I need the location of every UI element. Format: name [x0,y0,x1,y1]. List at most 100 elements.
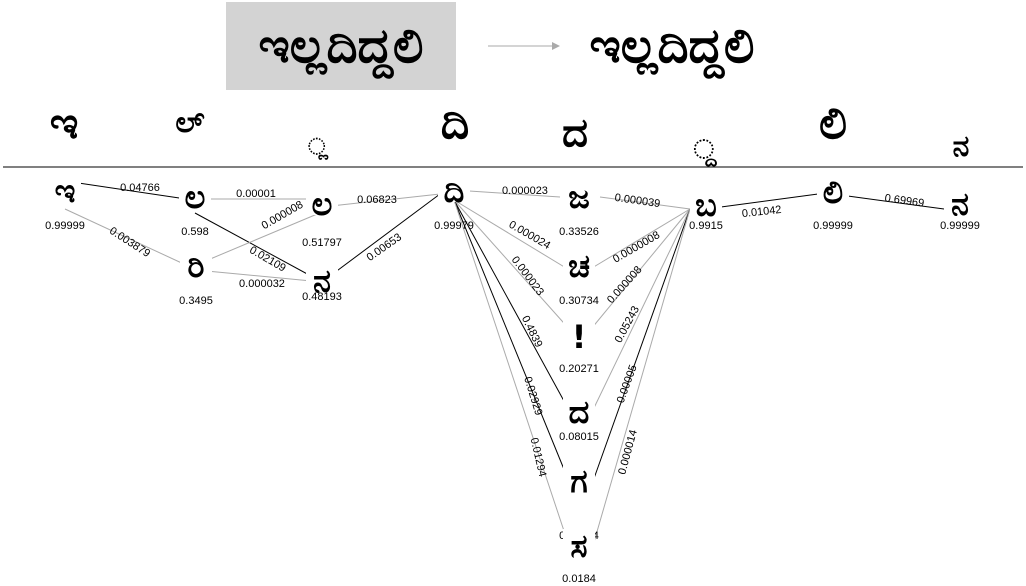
lattice-edge [64,180,187,200]
lattice-edge [453,199,571,485]
node-glyph: ! [572,318,587,356]
lattice-edge [64,208,187,266]
node-glyph-backdrop [438,174,470,202]
lattice-edge [832,193,945,210]
edge-probability-label: 0.01294 [528,437,549,478]
node-glyph-backdrop [563,249,595,277]
lattice-edge [453,199,571,550]
node-score: 0.48193 [302,291,342,303]
node-glyph: ದಿ [444,172,465,210]
lattice-edge [591,208,691,485]
lattice-edge [591,208,691,413]
lattice-edge [453,199,580,341]
node-glyph-backdrop [563,180,595,208]
node-score: 0.99999 [813,220,853,232]
node-score: 0.3495 [179,295,213,307]
edge-probability-label: 0.0000008 [611,229,662,265]
lattice-node: ಜ 0.33526 [559,178,599,238]
lattice-edge [581,208,691,341]
input-word-image-bg [226,2,456,90]
edge-probability-label: 0.000032 [239,278,285,290]
lattice-edge [321,193,441,208]
edge-probability-label: 0.04766 [120,182,160,194]
node-score: 0.08015 [559,431,599,443]
edge-probability-label: 0.69969 [884,192,925,209]
lattice-node: ! 0.20271 [559,318,599,375]
edge-probability-label: 0.01042 [741,204,782,220]
edge-probability-label: 0.000024 [507,219,553,252]
node-glyph: ಸ [571,527,588,565]
node-glyph: ನ [951,185,969,223]
node-glyph-backdrop [306,187,338,215]
node-glyph-backdrop [817,175,849,203]
segment-glyph: ್ದ [694,135,718,167]
node-glyph: ಇ [55,172,76,210]
edge-probability-label: 0.000008 [605,264,645,306]
node-score: 0.0184 [562,573,596,585]
node-glyph-backdrop [690,188,722,216]
node-glyph: ಲಿ [823,173,843,211]
lattice-node: ದ0.08015 [559,393,599,443]
node-score: 0.51797 [302,237,342,249]
edge-probability-label: 0.003879 [107,225,152,260]
node-score: 0.30734 [559,295,599,307]
node-score: 0.99979 [434,220,474,232]
node-glyph: ರಿ [188,247,205,285]
lattice-node: ಚ 0.30734 [559,247,599,307]
lattice-edge [453,199,567,269]
segment-glyph: ದಿ [441,98,469,149]
segment-glyph: ಲಿ [819,98,847,149]
node-score: 0.598 [181,226,209,238]
node-glyph: ನ [313,262,331,300]
node-score: 0.99999 [940,220,980,232]
input-word-image: ಇಲ್ಲದಿದ್ದಲಿ [259,18,424,79]
lattice-edge [194,212,323,283]
lattice-edge [591,208,691,269]
lattice-node: ನ0.48193 [302,262,342,303]
lattice-node: ಬ0.9915 [689,186,723,232]
edge-probability-label: 0.000008 [260,199,306,232]
edge-probability-label: 0.000023 [502,185,548,197]
node-glyph-backdrop [49,174,81,202]
lattice-node: ನ0.99999 [940,185,980,232]
node-glyph-backdrop [944,187,976,215]
node-score: 0.20271 [559,363,599,375]
node-glyph-backdrop [563,320,595,348]
lattice-node: ಲ 0.51797 [302,185,342,249]
word-header: ಇಲ್ಲದಿದ್ದಲಿ ಇಲ್ಲದಿದ್ದಲಿ [226,2,754,90]
node-glyph-backdrop [306,264,338,292]
node-score: 0.99999 [45,220,85,232]
node-glyph: ಲ [185,178,206,216]
binarized-word-image: ಇಲ್ಲದಿದ್ದಲಿ [590,18,755,79]
segment-glyph: ಇ [50,98,79,149]
node-glyph-backdrop [179,180,211,208]
lattice-edge [599,196,691,210]
segment-glyph: ನ [953,129,970,164]
lattice-node: ದಿ 0.99979 [434,172,474,232]
edge-probability-label: 0.02109 [247,244,287,274]
node-score: 0.33526 [559,226,599,238]
right-arrow-icon [488,42,560,50]
node-glyph: ದ [569,393,590,431]
edge-probability-label: 0.06823 [357,194,397,206]
lattice-edge [591,208,691,550]
segment-glyph: ್ಲ [308,135,329,161]
node-glyph: ಲ [312,185,333,223]
lattice-edge [195,269,323,283]
lattice-node: ಲಿ 0.99999 [813,173,853,232]
edge-probability-label: 0.000039 [614,192,661,210]
node-glyph-backdrop [563,529,595,557]
lattice-edge [705,193,819,210]
edge-probability-label: 0.02929 [521,375,544,417]
node-glyph: ಬ [695,186,717,224]
lattice-edge [453,199,571,413]
segment-glyph: ದ [562,110,588,156]
node-glyph: ಚ [568,247,590,285]
lattice-node: ಇ 0.99999 [45,172,85,232]
node-glyph-backdrop [563,464,595,492]
node-score: 0.9915 [689,220,723,232]
lattice-node: ಲ 0.598 [179,178,211,238]
lattice-edge [453,189,561,198]
edge-probability-label: 0.000023 [509,254,546,298]
node-glyph: ಜ [568,178,590,216]
